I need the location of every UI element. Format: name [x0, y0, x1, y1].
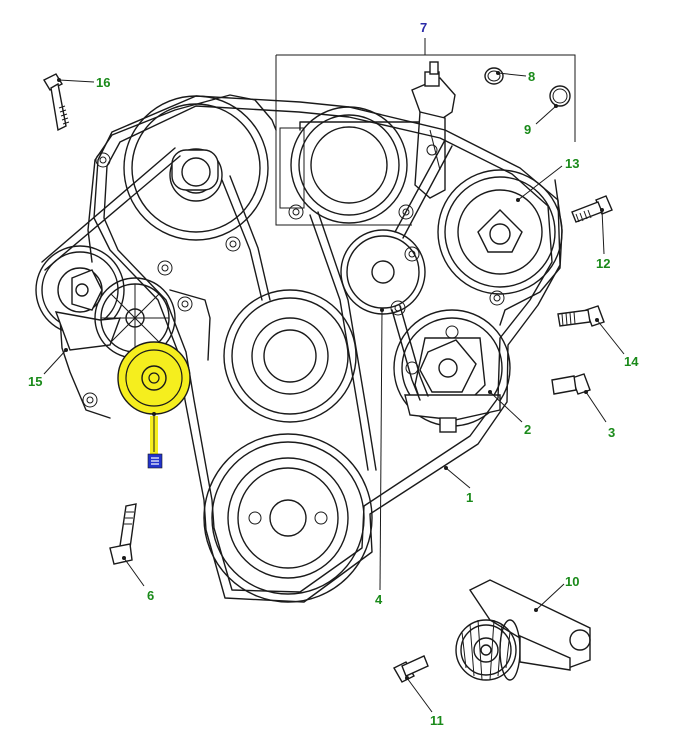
pulley-13	[437, 169, 563, 295]
bolt-6	[109, 503, 137, 565]
bolt-12	[571, 195, 613, 223]
o-ring-8	[484, 67, 504, 85]
callout-2: 2	[524, 422, 531, 437]
alternator-pulley	[123, 95, 269, 241]
sensor-unit	[411, 61, 456, 199]
callout-7: 7	[420, 20, 427, 35]
crankshaft-pulley	[203, 433, 373, 603]
callout-1: 1	[466, 490, 473, 505]
callout-14: 14	[624, 354, 639, 369]
water-pump-pulley	[223, 289, 357, 423]
idler-pulley-4	[340, 229, 426, 315]
bolt-16	[43, 73, 70, 132]
callout-4: 4	[375, 592, 383, 607]
pump-pulley-upper	[279, 106, 408, 224]
callout-9: 9	[524, 122, 531, 137]
group-7-bracket	[275, 38, 576, 226]
callout-leaders	[43, 71, 625, 713]
callout-10: 10	[565, 574, 579, 589]
tensioner-assembly	[393, 309, 511, 433]
callout-11: 11	[430, 713, 444, 728]
bolt-3	[551, 373, 591, 395]
callout-16: 16	[96, 75, 110, 90]
callout-12: 12	[596, 256, 610, 271]
callout-3: 3	[608, 425, 615, 440]
callout-13: 13	[565, 156, 579, 171]
tensioner-left	[35, 245, 125, 351]
bolt-14	[557, 305, 605, 327]
bolt-11	[393, 655, 429, 683]
drive-belt	[41, 95, 561, 603]
callout-6: 6	[147, 588, 154, 603]
highlighted-idler-pulley[interactable]	[117, 341, 191, 469]
tensioner-10	[455, 579, 591, 681]
callout-15: 15	[28, 374, 42, 389]
o-ring-9	[549, 85, 571, 107]
callout-8: 8	[528, 69, 535, 84]
